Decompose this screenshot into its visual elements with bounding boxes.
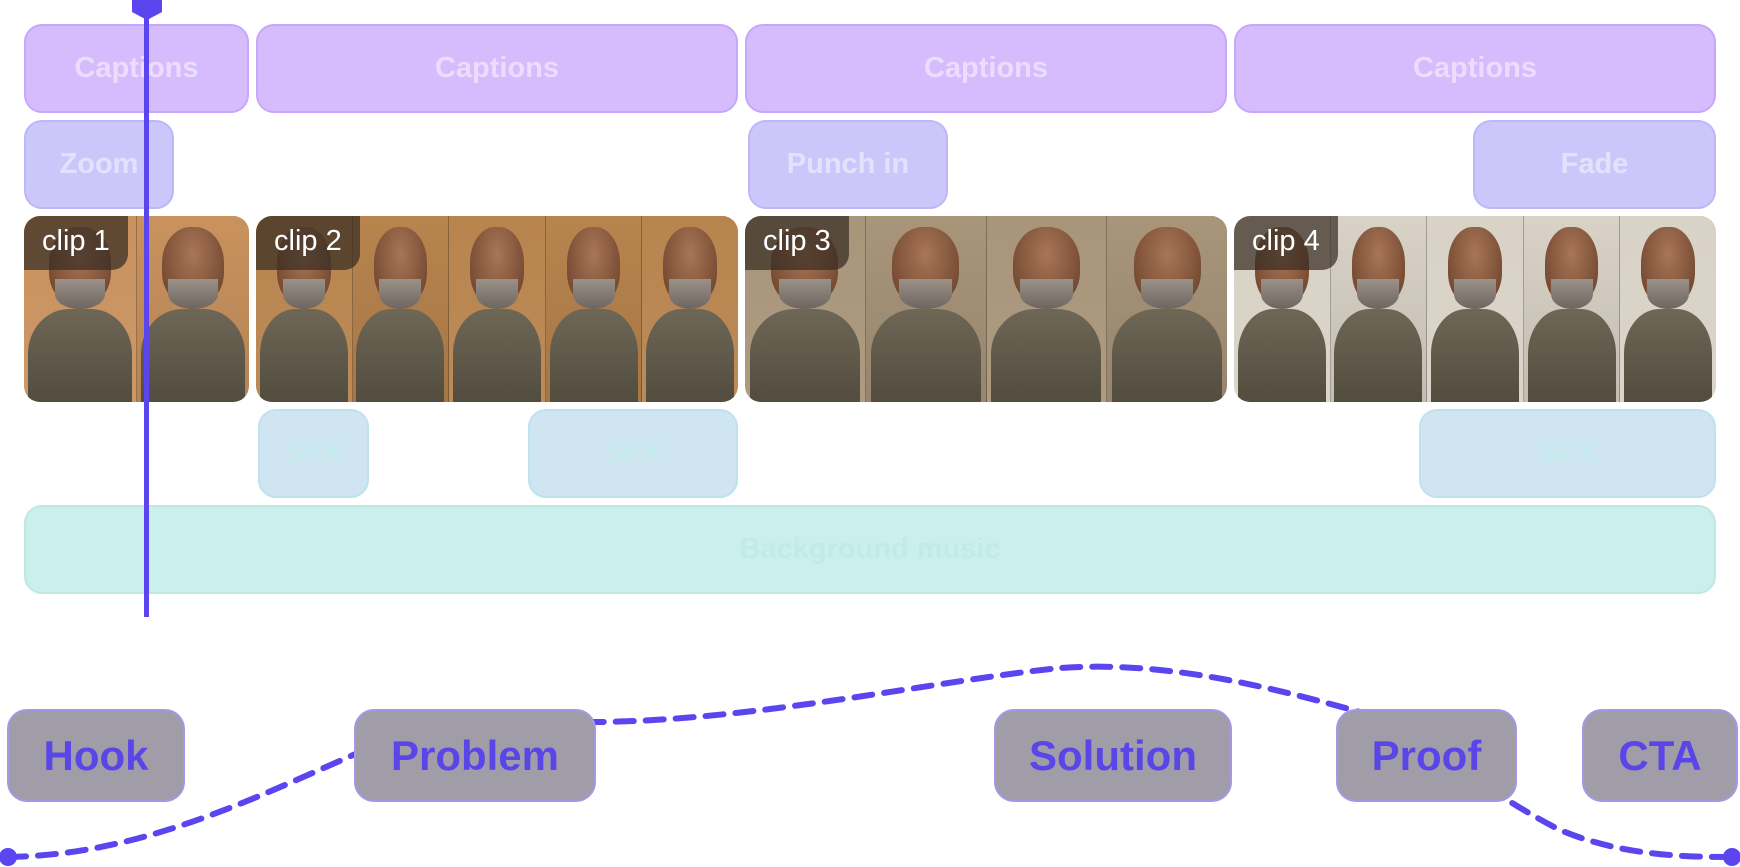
beat-solution[interactable]: Solution <box>994 709 1232 802</box>
clip-thumbnail-frame <box>137 216 249 402</box>
video-clip-2[interactable]: clip 2 <box>256 216 738 402</box>
caption-block-2[interactable]: Captions <box>256 24 738 113</box>
clip-thumbnail-frame <box>986 216 1108 402</box>
caption-block-1[interactable]: Captions <box>24 24 249 113</box>
clip-thumbnail-frame <box>352 216 450 402</box>
background-music-track[interactable]: Background music <box>24 505 1716 594</box>
video-clip-4[interactable]: clip 4 <box>1234 216 1716 402</box>
caption-block-4[interactable]: Captions <box>1234 24 1716 113</box>
beat-proof[interactable]: Proof <box>1336 709 1517 802</box>
playhead-icon[interactable] <box>132 0 162 20</box>
arc-start-dot <box>0 848 17 866</box>
caption-block-3[interactable]: Captions <box>745 24 1227 113</box>
effect-zoom[interactable]: Zoom <box>24 120 174 209</box>
arc-end-dot <box>1723 848 1740 866</box>
clip-label: clip 3 <box>745 216 849 270</box>
video-clip-3[interactable]: clip 3 <box>745 216 1227 402</box>
clip-thumbnail-frame <box>1427 216 1524 402</box>
clip-thumbnail-frame <box>1620 216 1716 402</box>
clip-thumbnail-frame <box>1523 216 1621 402</box>
clip-thumbnail-frame <box>1330 216 1428 402</box>
beat-hook[interactable]: Hook <box>7 709 185 802</box>
beat-problem[interactable]: Problem <box>354 709 596 802</box>
clip-thumbnail-frame <box>865 216 987 402</box>
clip-thumbnail-frame <box>1107 216 1227 402</box>
beat-cta[interactable]: CTA <box>1582 709 1738 802</box>
sfx-block-1[interactable]: SFX <box>258 409 369 498</box>
clip-thumbnail-frame <box>545 216 643 402</box>
playhead-line[interactable] <box>144 0 149 617</box>
clip-thumbnail-frame <box>642 216 738 402</box>
video-clip-1[interactable]: clip 1 <box>24 216 249 402</box>
clip-label: clip 1 <box>24 216 128 270</box>
clip-thumbnail-frame <box>449 216 546 402</box>
effect-punch-in[interactable]: Punch in <box>748 120 948 209</box>
effect-fade[interactable]: Fade <box>1473 120 1716 209</box>
sfx-block-2[interactable]: SFX <box>528 409 738 498</box>
clip-label: clip 4 <box>1234 216 1338 270</box>
clip-label: clip 2 <box>256 216 360 270</box>
sfx-block-3[interactable]: SFX <box>1419 409 1716 498</box>
